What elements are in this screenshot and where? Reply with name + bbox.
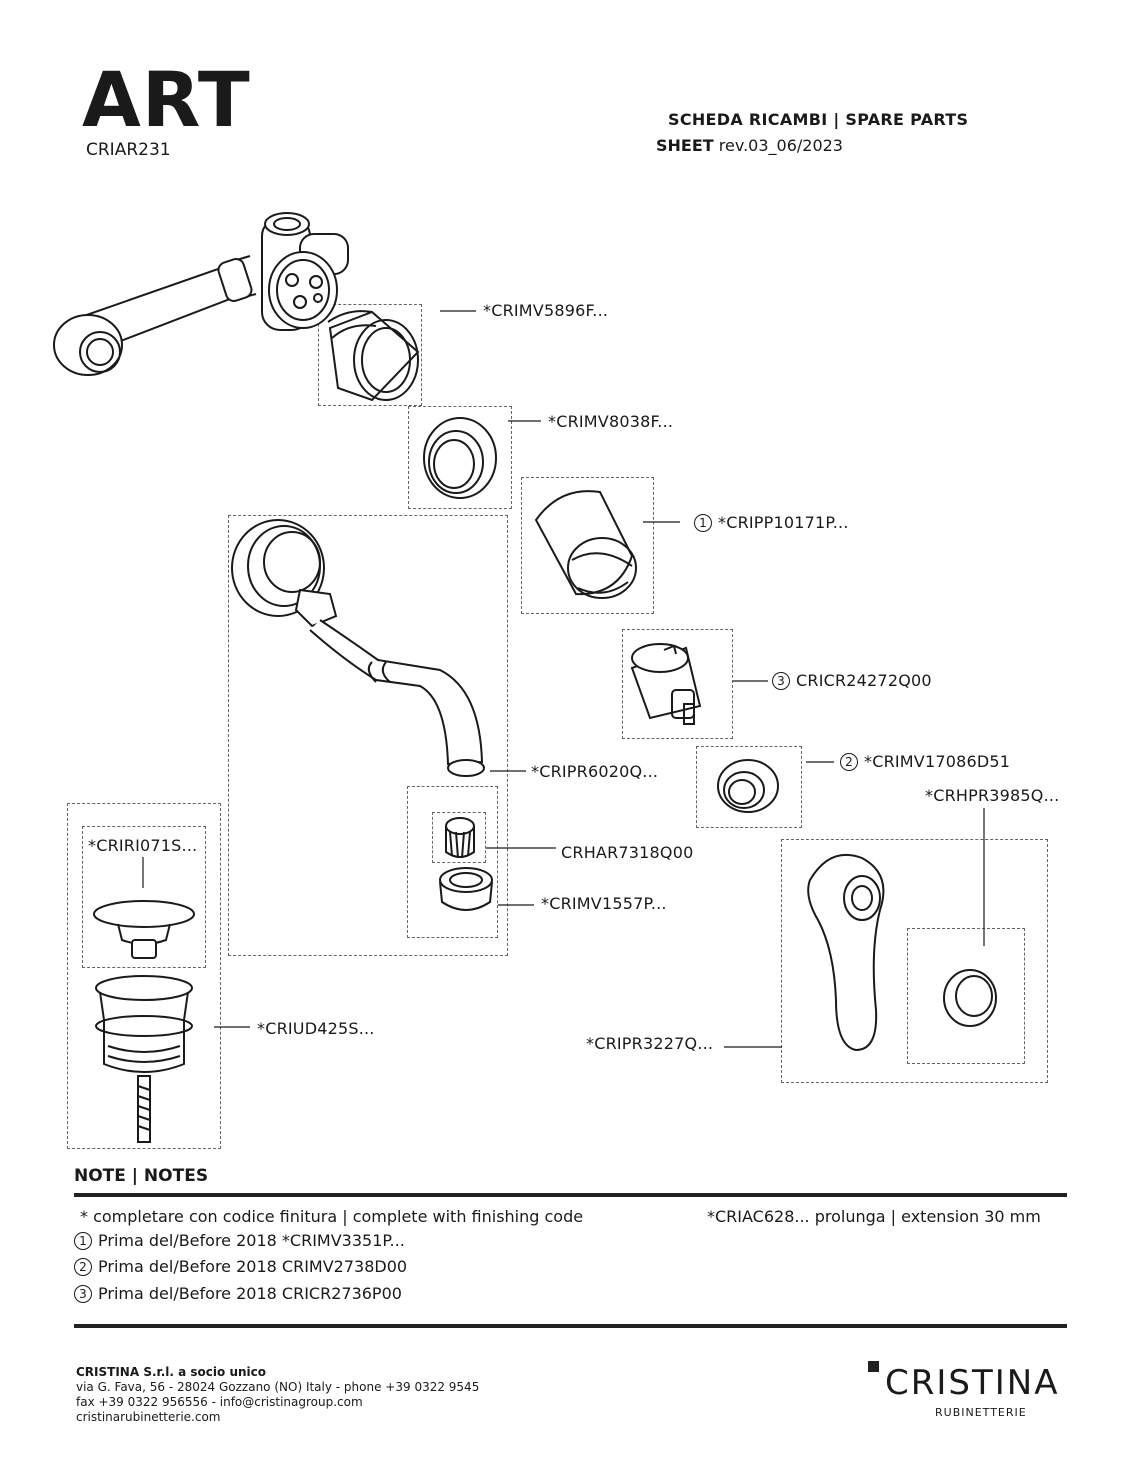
part-box-criri071s [82, 826, 206, 968]
part-box-cripp10171p [521, 477, 654, 614]
cripr3227q-drawing [807, 853, 885, 1052]
part-box-aerator-group [407, 786, 498, 938]
crimv17086d51-drawing [717, 759, 779, 813]
footer-website: cristinarubinetterie.com [76, 1410, 221, 1424]
note-ref-3: 3 [772, 672, 790, 690]
leader-lines [142, 310, 985, 1048]
footer-company: CRISTINA S.r.l. a socio unico [76, 1365, 266, 1379]
note-number: 2 [74, 1258, 92, 1276]
note-extension: *CRIAC628... prolunga | extension 30 mm [707, 1207, 1041, 1226]
notes-heading: NOTE | NOTES [74, 1166, 209, 1186]
criri071s-drawing [93, 900, 195, 959]
part-label-crimv1557p: *CRIMV1557P... [541, 894, 667, 913]
notes-top-rule [74, 1193, 1067, 1197]
note-finishing-code: * completare con codice finitura | compl… [80, 1207, 584, 1226]
part-box-crhpr3985q [907, 928, 1025, 1064]
brand-logo: CRISTINA [868, 1361, 1059, 1403]
mixer-body-drawing [53, 212, 349, 376]
part-box-handle-group [781, 839, 1048, 1083]
note-ref-2: 2 [840, 753, 858, 771]
part-code: *CRIMV17086D51 [864, 752, 1011, 771]
footer-address: via G. Fava, 56 - 28024 Gozzano (NO) Ita… [76, 1380, 480, 1394]
cricr24272q00-drawing [630, 643, 702, 725]
footer-fax-email: fax +39 0322 956556 - info@cristinagroup… [76, 1395, 363, 1409]
spout-drawing [231, 519, 485, 777]
note-item-1: 1 Prima del/Before 2018 *CRIMV3351P... [74, 1231, 405, 1250]
part-label-crhar7318q00: CRHAR7318Q00 [561, 843, 694, 862]
brand-subtitle: RUBINETTERIE [935, 1406, 1027, 1419]
part-box-crimv17086d51 [696, 746, 802, 828]
part-label-cripr3227q: *CRIPR3227Q... [586, 1034, 714, 1053]
part-code: CRICR24272Q00 [796, 671, 932, 690]
note-number: 3 [74, 1285, 92, 1303]
note-item-3: 3 Prima del/Before 2018 CRICR2736P00 [74, 1284, 402, 1303]
crimv8038f-drawing [423, 417, 497, 499]
criud425s-drawing [95, 975, 193, 1143]
note-text: Prima del/Before 2018 *CRIMV3351P... [98, 1231, 405, 1250]
product-code: CRIAR231 [86, 140, 171, 160]
part-box-waste-group [67, 803, 221, 1149]
note-number: 1 [74, 1232, 92, 1250]
crimv1557p-drawing [439, 867, 493, 911]
part-box-spout-group [228, 515, 508, 956]
part-box-crhar7318q00 [432, 812, 486, 863]
crimv5896f-drawing [327, 310, 420, 402]
part-label-cripp10171p: 1 *CRIPP10171P... [694, 513, 849, 532]
note-item-2: 2 Prima del/Before 2018 CRIMV2738D00 [74, 1257, 407, 1276]
part-label-crimv8038f: *CRIMV8038F... [548, 412, 674, 431]
part-label-cricr24272q00: 3 CRICR24272Q00 [772, 671, 932, 690]
brand-name: CRISTINA [885, 1363, 1060, 1403]
part-label-criud425s: *CRIUD425S... [257, 1019, 375, 1038]
notes-bottom-rule [74, 1324, 1067, 1328]
crhpr3985q-drawing [943, 969, 997, 1027]
note-ref-1: 1 [694, 514, 712, 532]
sheet-title: SCHEDA RICAMBI | SPARE PARTS [668, 110, 969, 129]
part-label-crimv17086d51: 2 *CRIMV17086D51 [840, 752, 1010, 771]
cripp10171p-drawing [534, 490, 637, 599]
brand-square-icon [868, 1361, 879, 1372]
note-text: Prima del/Before 2018 CRIMV2738D00 [98, 1257, 408, 1276]
note-text: Prima del/Before 2018 CRICR2736P00 [98, 1284, 402, 1303]
part-label-crimv5896f: *CRIMV5896F... [483, 301, 609, 320]
part-box-crimv8038f [408, 406, 512, 509]
part-code: *CRIPP10171P... [718, 513, 849, 532]
part-label-cripr6020q: *CRIPR6020Q... [531, 762, 659, 781]
part-box-crimv5896f [318, 304, 422, 406]
sheet-rev-text: rev.03_06/2023 [713, 136, 843, 155]
sheet-revision: SHEET rev.03_06/2023 [656, 136, 843, 155]
crhar7318q00-drawing [445, 817, 475, 859]
part-label-criri071s: *CRIRI071S... [88, 836, 198, 855]
product-title: ART [82, 55, 251, 144]
part-label-crhpr3985q: *CRHPR3985Q... [925, 786, 1060, 805]
sheet-bold-label: SHEET [656, 136, 714, 155]
part-box-cricr24272q00 [622, 629, 733, 739]
